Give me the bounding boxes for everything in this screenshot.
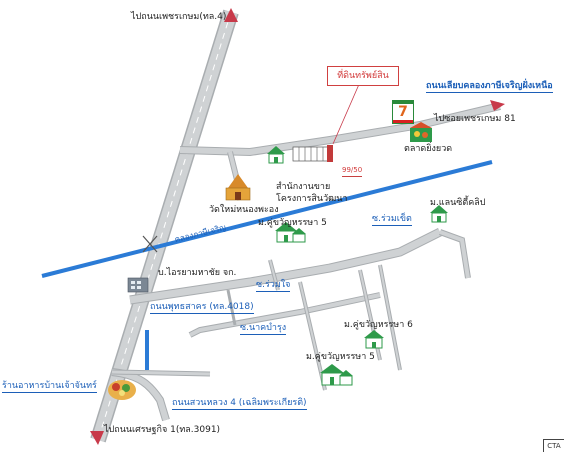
property-callout: ที่ดินทรัพย์สิน	[327, 66, 399, 86]
house-icon	[364, 330, 384, 349]
direction-arrow-icon	[90, 8, 505, 445]
house-icon	[275, 222, 306, 243]
label-soi-ruamjai: ซ.ร่วมใจ	[256, 280, 291, 292]
label-village-5-bottom: ม.คู่ขวัญหรรษา 5	[306, 352, 375, 362]
label-market: ตลาดยิ่งยวด	[404, 144, 453, 154]
property-plots	[292, 81, 361, 162]
building-icon	[127, 277, 149, 293]
market-icon	[410, 122, 432, 142]
label-lane-ruamkhet: ซ.ร่วมเข็ต	[372, 214, 412, 226]
label-suan-luang-road: ถนนสวนหลวง 4 (เฉลิมพระเกียรติ)	[172, 398, 307, 410]
label-village-5-top: ม.คู่ขวัญหรรษา 5	[258, 218, 327, 228]
label-land-code: 99/50	[342, 165, 363, 177]
temple-icon	[225, 174, 251, 201]
restaurant-icon	[108, 380, 136, 400]
house-icon	[430, 205, 448, 223]
phutthasakhon-road	[129, 227, 471, 391]
label-village-land-city: ม.แลนซิตี้คลิป	[430, 198, 486, 208]
label-temple: วัดใหม่หนองพะอง	[209, 205, 279, 215]
crossing-icon	[142, 235, 158, 253]
label-soi-bamrung: ซ.นาคบำรุง	[240, 323, 287, 335]
label-company: บ.ไอรยามหาชัย จก.	[158, 268, 237, 278]
label-to-soi-phetkasem-81: ไปซอยเพชรเกษม 81	[434, 114, 516, 124]
label-village-6: ม.คู่ขวัญหรรษา 6	[344, 320, 413, 330]
label-sales-office-2: โครงการสินวัฒนา	[276, 194, 348, 204]
label-to-phetkasem: ไปถนนเพชรเกษม(ทล.4)	[131, 12, 227, 22]
house-icon	[320, 364, 353, 386]
label-canal-road-north: ถนนเลียบคลองภาษีเจริญฝั่งเหนือ	[426, 81, 553, 93]
corner-code: CTA	[543, 439, 564, 452]
label-sales-office-1: สำนักงานขาย	[276, 182, 331, 192]
canal-line	[41, 160, 493, 278]
house-icon	[267, 146, 285, 164]
label-restaurant: ร้านอาหารบ้านเจ้าจันทร์	[2, 381, 97, 393]
suan-luang-road	[111, 368, 211, 422]
main-highway	[90, 9, 239, 443]
label-phutthasakhon-road: ถนนพุทธสาคร (ทล.4018)	[150, 302, 254, 314]
label-to-setthakit: ไปถนนเศรษฐกิจ 1(ทล.3091)	[104, 425, 221, 435]
seven-eleven-icon: 7	[392, 100, 414, 124]
label-property: ที่ดินทรัพย์สิน	[337, 71, 389, 81]
